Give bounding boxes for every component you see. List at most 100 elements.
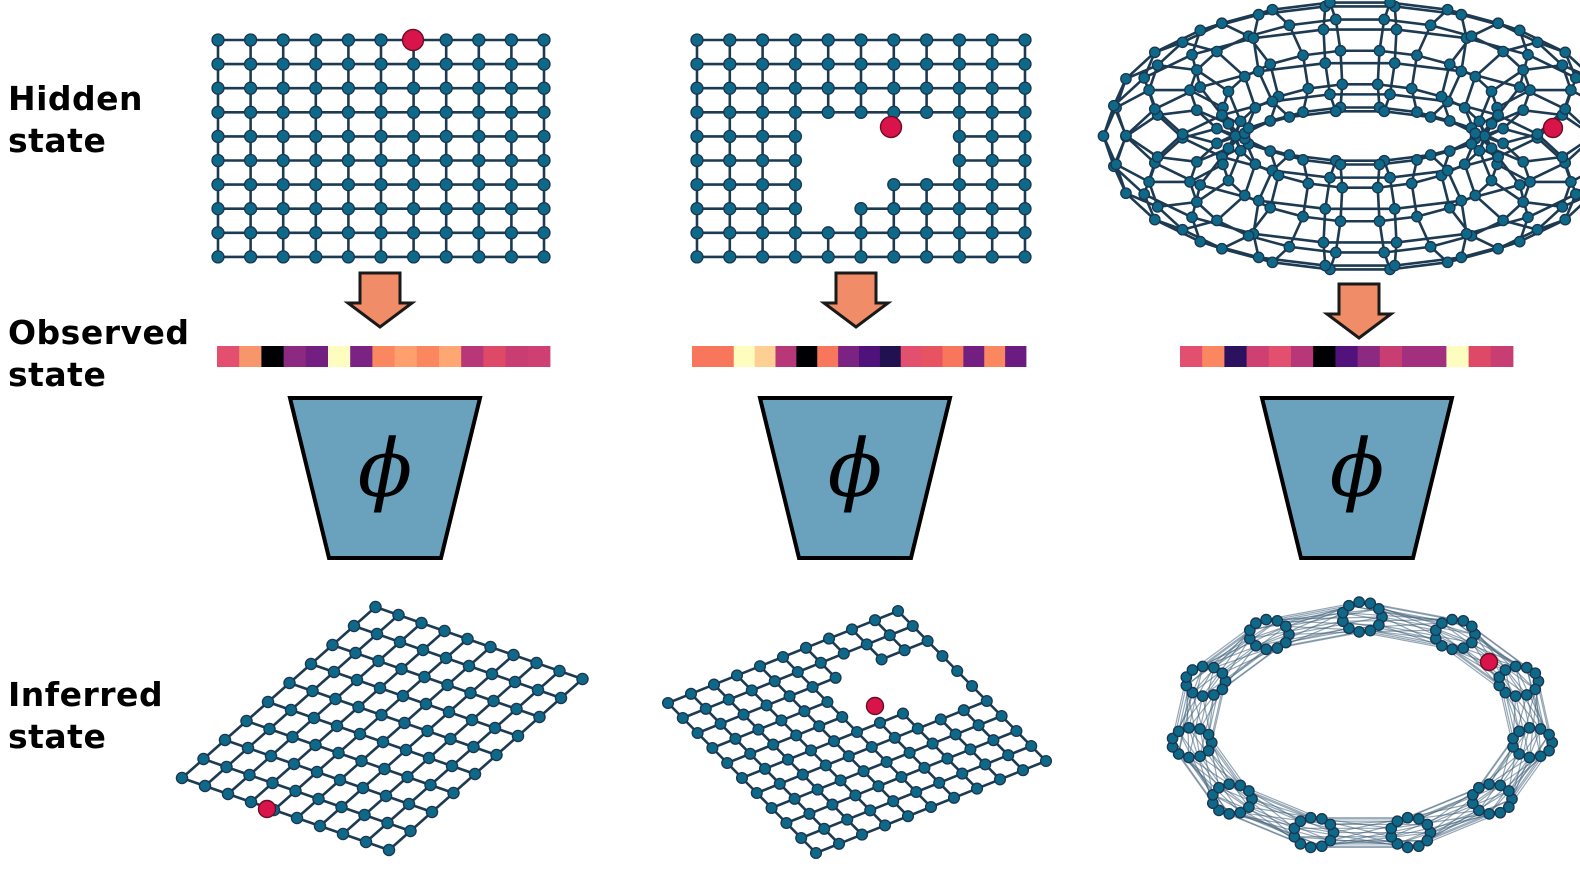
- graph-node: [745, 684, 758, 697]
- graph-node: [333, 773, 347, 787]
- graph-node: [752, 723, 765, 736]
- graph-node: [1455, 8, 1468, 21]
- graph-node: [1492, 242, 1504, 255]
- graph-edge: [1178, 672, 1223, 732]
- graph-node: [1242, 229, 1255, 242]
- graph-node: [1373, 158, 1386, 171]
- graph-edge: [1199, 694, 1215, 757]
- graph-edge: [1379, 215, 1418, 223]
- graph-node: [723, 129, 737, 144]
- graph-node: [690, 226, 704, 240]
- graph-node: [1324, 0, 1336, 9]
- graph-node: [1473, 115, 1486, 128]
- graph-node: [175, 771, 189, 785]
- graph-node: [1517, 196, 1530, 208]
- graph-node: [1411, 49, 1423, 62]
- graph-node: [827, 735, 841, 748]
- graph-node: [243, 177, 258, 192]
- graph-node: [374, 57, 388, 71]
- graph-node: [442, 705, 456, 719]
- inferred-graph-skewed-grid: [175, 600, 589, 857]
- graph-edge: [1253, 28, 1324, 40]
- graph-edge: [1570, 175, 1580, 184]
- graph-node: [1373, 215, 1386, 228]
- graph-node: [1211, 214, 1223, 227]
- graph-node: [790, 729, 803, 742]
- graph-node: [537, 226, 551, 240]
- graph-node: [1222, 85, 1235, 98]
- observation-cell: [305, 346, 329, 367]
- down-arrow-3: [1322, 282, 1396, 340]
- graph-edge: [1182, 132, 1218, 145]
- graph-node: [723, 81, 737, 95]
- graph-node: [472, 250, 486, 264]
- graph-node: [690, 250, 704, 264]
- graph-node: [1497, 45, 1509, 58]
- graph-node: [723, 57, 737, 71]
- graph-edge: [1185, 638, 1251, 687]
- graph-node: [707, 678, 721, 691]
- graph-node: [309, 81, 323, 95]
- graph-node: [723, 105, 737, 119]
- graph-edge: [1196, 179, 1230, 204]
- graph-edge: [1511, 727, 1530, 800]
- graph-node: [887, 795, 900, 808]
- graph-node: [1412, 840, 1425, 853]
- graph-node: [821, 226, 835, 240]
- graph-node: [484, 640, 497, 654]
- graph-node: [1334, 44, 1347, 57]
- graph-node: [887, 202, 901, 216]
- graph-node: [723, 226, 737, 240]
- graph-node: [1543, 728, 1555, 741]
- graph-node: [439, 226, 453, 240]
- observation-strip-1: [217, 346, 551, 367]
- graph-node: [1238, 70, 1251, 83]
- graph-node: [1513, 24, 1526, 37]
- graph-node: [1120, 187, 1132, 200]
- graph-node: [310, 765, 324, 779]
- graph-edge: [1447, 155, 1499, 172]
- graph-node: [1172, 725, 1185, 738]
- graph-node: [1405, 82, 1418, 95]
- graph-edge: [1207, 694, 1215, 735]
- nodes: [1097, 0, 1580, 276]
- graph-node: [811, 783, 824, 796]
- graph-node: [537, 129, 551, 144]
- graph-node: [468, 767, 482, 781]
- graph-node: [1242, 122, 1255, 134]
- graph-node: [841, 813, 854, 826]
- graph-node: [244, 795, 258, 809]
- graph-node: [1517, 155, 1530, 168]
- graph-node: [1559, 46, 1572, 59]
- graph-node: [287, 757, 301, 771]
- graph-node: [737, 708, 750, 721]
- graph-node: [750, 786, 763, 800]
- graph-node: [472, 177, 486, 192]
- graph-edge: [1384, 245, 1431, 254]
- graph-node: [1216, 683, 1229, 696]
- graph-node: [1494, 779, 1507, 792]
- graph-edge: [1561, 113, 1580, 129]
- graph-edge: [1451, 648, 1500, 678]
- graph-node: [341, 81, 356, 95]
- edges: [216, 38, 546, 259]
- graph-node: [788, 57, 803, 71]
- graph-node: [1372, 603, 1385, 615]
- graph-node: [854, 81, 868, 95]
- graph-edge: [1321, 823, 1428, 847]
- graph-node: [276, 81, 290, 95]
- graph-node: [1194, 235, 1207, 248]
- graph-node: [1202, 728, 1215, 741]
- graph-node: [1494, 806, 1507, 819]
- graph-node: [1390, 23, 1403, 36]
- graph-node: [1271, 642, 1284, 654]
- graph-node: [898, 644, 911, 657]
- graph-node: [1271, 614, 1284, 627]
- graph-edge: [1470, 35, 1504, 53]
- graph-node: [1458, 101, 1471, 114]
- graph-node: [504, 57, 519, 71]
- graph-node: [768, 675, 781, 688]
- graph-node: [690, 57, 704, 71]
- graph-node: [487, 694, 500, 708]
- graph-edge: [1378, 624, 1472, 644]
